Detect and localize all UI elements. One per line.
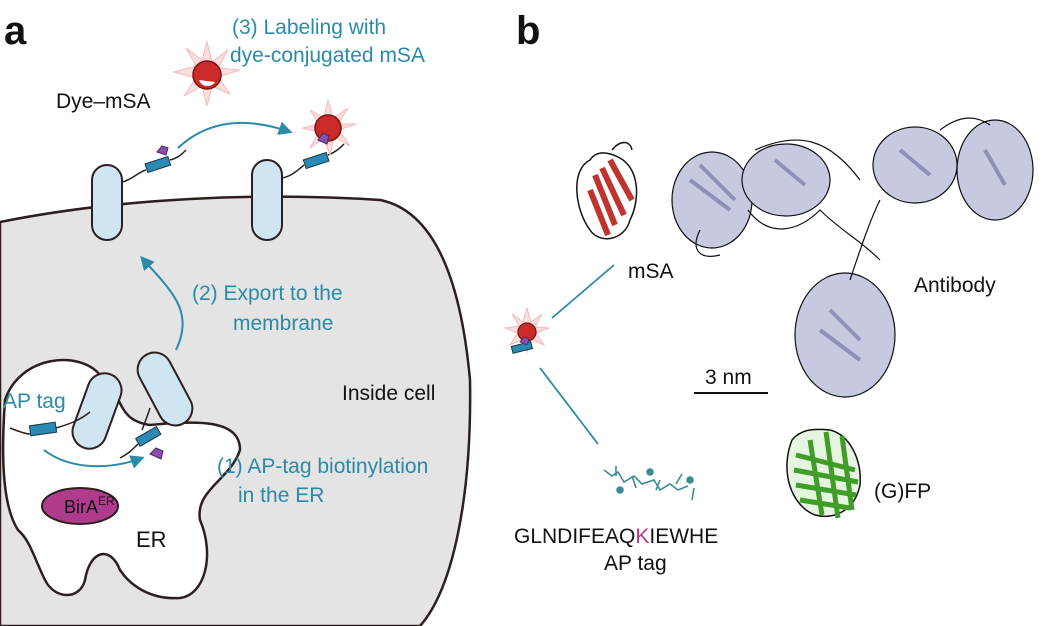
step3-line1: (3) Labeling with xyxy=(232,16,386,39)
step3-line2: dye-conjugated mSA xyxy=(230,44,425,67)
bira-er-enzyme xyxy=(41,487,119,525)
gfp-label: (G)FP xyxy=(874,480,931,503)
step2-line1: (2) Export to the xyxy=(192,282,343,305)
er-label: ER xyxy=(136,527,167,552)
dye-msa-label: Dye–mSA xyxy=(56,90,151,113)
antibody-label: Antibody xyxy=(914,274,996,297)
ap-tag-sequence: GLNDIFEAQKIEWHE xyxy=(514,525,718,548)
panel-b-label: b xyxy=(516,9,540,53)
ap-tag-er xyxy=(28,421,58,437)
panel-a-label: a xyxy=(4,9,27,53)
membrane-protein-left xyxy=(91,164,123,241)
arrow-step2 xyxy=(140,255,184,351)
ap-tag-label-a: AP tag xyxy=(3,390,66,413)
arrow-step1 xyxy=(43,449,145,469)
arrow-step3 xyxy=(177,121,293,149)
msa-structure xyxy=(576,141,638,240)
ap-tag-structure xyxy=(603,466,695,501)
biotin-icon xyxy=(156,145,169,156)
antibody-structure xyxy=(671,117,1034,398)
er-protein-right xyxy=(136,351,194,427)
inside-cell-label: Inside cell xyxy=(342,382,435,405)
membrane-protein-right xyxy=(251,159,283,241)
step1-line2: in the ER xyxy=(238,484,324,507)
step2-line2: membrane xyxy=(233,312,333,335)
ap-tag-surface-right xyxy=(302,151,330,170)
msa-label: mSA xyxy=(628,260,674,283)
ap-tag-surface-left xyxy=(144,155,172,174)
bira-label: BirAER xyxy=(64,494,115,517)
connector-ap-tag xyxy=(539,367,599,445)
er-protein-left xyxy=(71,372,123,450)
gfp-structure xyxy=(786,428,861,519)
step1-line1: (1) AP-tag biotinylation xyxy=(217,455,428,478)
ap-tag-er-biotinylated xyxy=(134,425,162,448)
scale-bar-label: 3 nm xyxy=(705,366,752,389)
ap-tag-label-b: AP tag xyxy=(604,552,667,575)
connector-msa xyxy=(551,264,615,319)
er-compartment xyxy=(1,358,242,600)
